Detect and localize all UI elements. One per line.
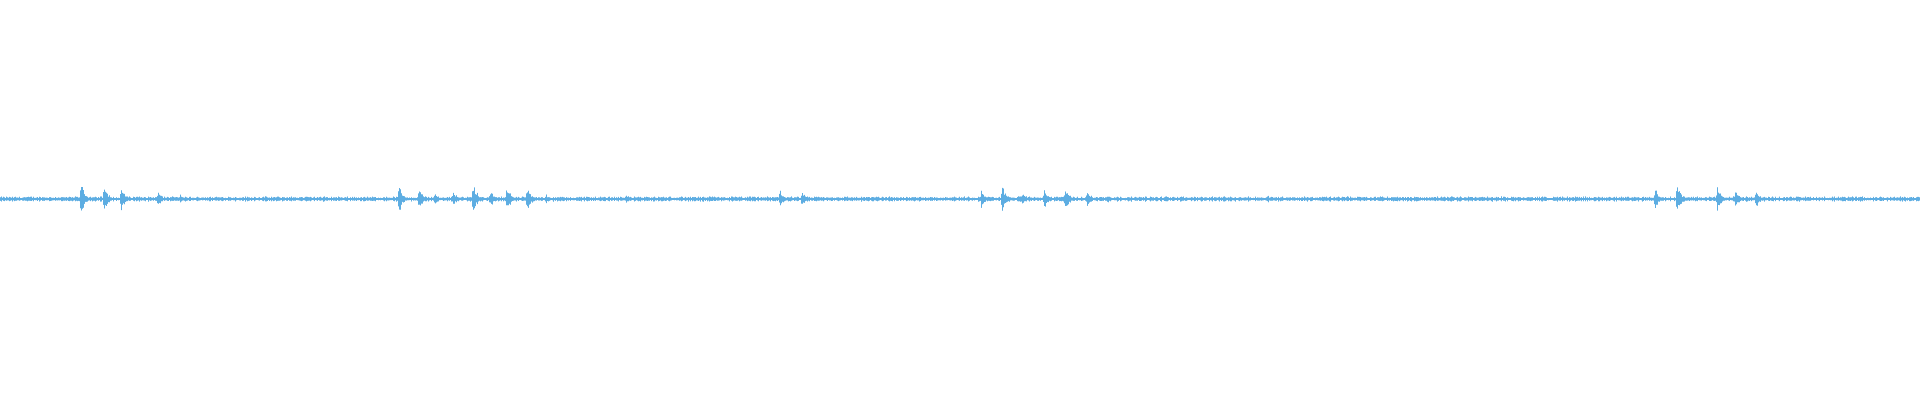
waveform-samples — [0, 187, 1920, 211]
